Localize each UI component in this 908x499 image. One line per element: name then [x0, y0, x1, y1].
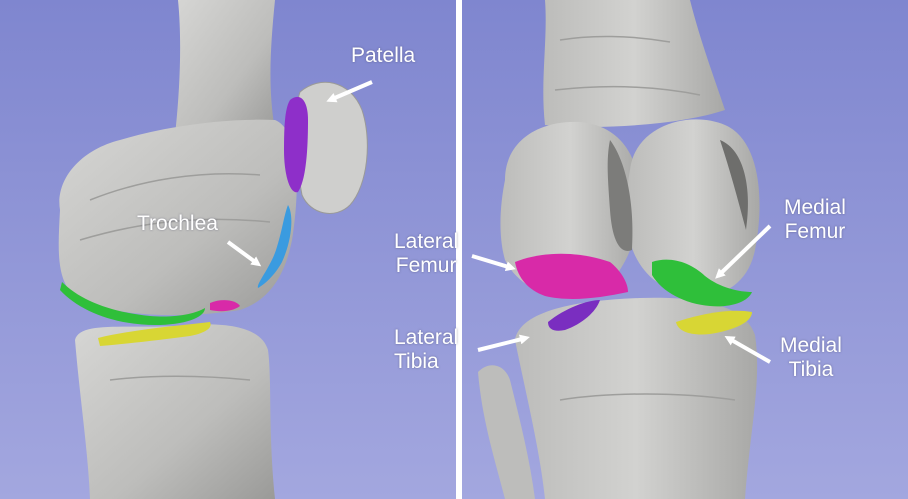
bone-texture-line	[554, 85, 701, 96]
femoral-condyle-left	[58, 119, 297, 316]
right-knee-posterior-view	[478, 0, 760, 499]
label-lateral-femur-line2: Femur	[395, 254, 457, 277]
label-medial-tibia-line1: Medial	[780, 334, 842, 357]
bone-texture-line	[559, 393, 736, 401]
lateral-femur-cartilage	[515, 253, 628, 299]
panel-divider	[456, 0, 462, 499]
label-medial-femur: Medial Femur	[784, 196, 846, 244]
intercondylar-notch	[607, 140, 633, 251]
bone-texture-line	[79, 218, 271, 241]
tibia-cartilage-left	[98, 322, 211, 346]
left-knee-lateral-view	[58, 0, 368, 499]
label-patella-text: Patella	[351, 44, 416, 67]
label-medial-femur-line1: Medial	[784, 196, 846, 219]
condyle-shadow	[720, 140, 749, 230]
fibula	[478, 365, 535, 499]
arrow-medial-femur	[715, 224, 772, 279]
bone-texture-line	[109, 375, 251, 381]
label-lateral-femur: Lateral Femur	[394, 230, 458, 278]
magenta-cartilage-left	[210, 300, 240, 312]
medial-femoral-condyle	[626, 119, 760, 296]
patella-cartilage	[284, 96, 308, 193]
pointer-arrows	[226, 80, 772, 364]
bone-texture-line	[559, 35, 671, 43]
arrow-lateral-femur	[471, 254, 516, 272]
medial-tibia-cartilage	[676, 310, 752, 335]
label-lateral-femur-line1: Lateral	[394, 230, 459, 253]
arrow-medial-tibia	[724, 336, 771, 364]
label-lateral-tibia-line1: Lateral	[394, 326, 459, 349]
arrow-trochlea	[226, 240, 262, 267]
label-trochlea: Trochlea	[137, 212, 218, 236]
lateral-tibia-cartilage	[548, 300, 600, 331]
label-medial-tibia: Medial Tibia	[780, 334, 842, 382]
label-trochlea-text: Trochlea	[137, 212, 218, 235]
medial-femur-cartilage	[652, 259, 752, 307]
label-lateral-tibia: Lateral Tibia	[394, 326, 458, 374]
lateral-femoral-condyle	[500, 121, 640, 297]
label-medial-tibia-line2: Tibia	[788, 358, 834, 381]
label-lateral-tibia-line2: Tibia	[394, 350, 439, 373]
tibia-left	[75, 324, 275, 499]
label-patella: Patella	[351, 44, 415, 68]
femur-shaft-left	[175, 0, 275, 139]
arrow-patella	[326, 80, 373, 103]
femur-shaft-right	[543, 0, 725, 127]
tibia-right	[515, 297, 758, 499]
label-medial-femur-line2: Femur	[784, 220, 846, 243]
lateral-femur-cartilage-left	[60, 282, 205, 326]
trochlea-cartilage	[257, 205, 292, 288]
arrow-lateral-tibia	[477, 334, 530, 352]
bone-texture-line	[89, 173, 261, 201]
